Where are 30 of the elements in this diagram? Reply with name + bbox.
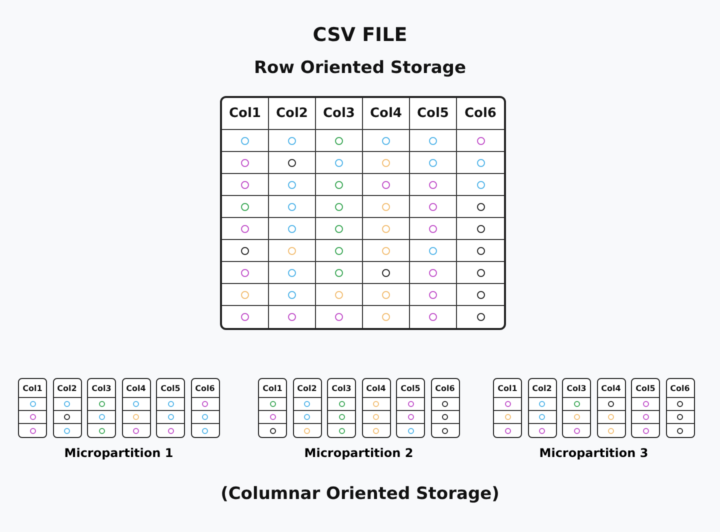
column-header: Col4	[126, 384, 146, 392]
column-header: Col3	[566, 384, 586, 392]
column-header: Col4	[366, 384, 386, 392]
column-header: Col6	[464, 106, 496, 121]
column-header: Col5	[417, 106, 449, 121]
column-header: Col5	[160, 384, 180, 392]
column-header: Col1	[229, 106, 261, 121]
partition-label: Micropartition 2	[303, 446, 414, 460]
column-header: Col6	[435, 384, 455, 392]
column-header: Col2	[297, 384, 317, 392]
partition-label: Micropartition 3	[538, 446, 650, 460]
column-header: Col6	[195, 384, 215, 392]
column-header: Col3	[323, 106, 355, 121]
column-header: Col2	[532, 384, 552, 392]
column-header: Col1	[498, 384, 518, 392]
column-header: Col3	[92, 384, 112, 392]
column-header: Col6	[670, 384, 690, 392]
column-header: Col3	[332, 384, 352, 392]
title: CSV FILE	[312, 24, 408, 46]
column-header: Col1	[22, 384, 42, 392]
caption-label: (Columnar Oriented Storage)	[220, 484, 500, 504]
column-header: Col2	[57, 384, 77, 392]
column-header: Col4	[370, 106, 402, 121]
column-header: Col5	[400, 384, 420, 392]
subtitle: Row Oriented Storage	[252, 58, 468, 78]
column-header: Col2	[276, 106, 308, 121]
column-header: Col4	[601, 384, 621, 392]
partition-label: Micropartition 1	[63, 446, 174, 460]
column-header: Col1	[262, 384, 282, 392]
column-header: Col5	[636, 384, 656, 392]
